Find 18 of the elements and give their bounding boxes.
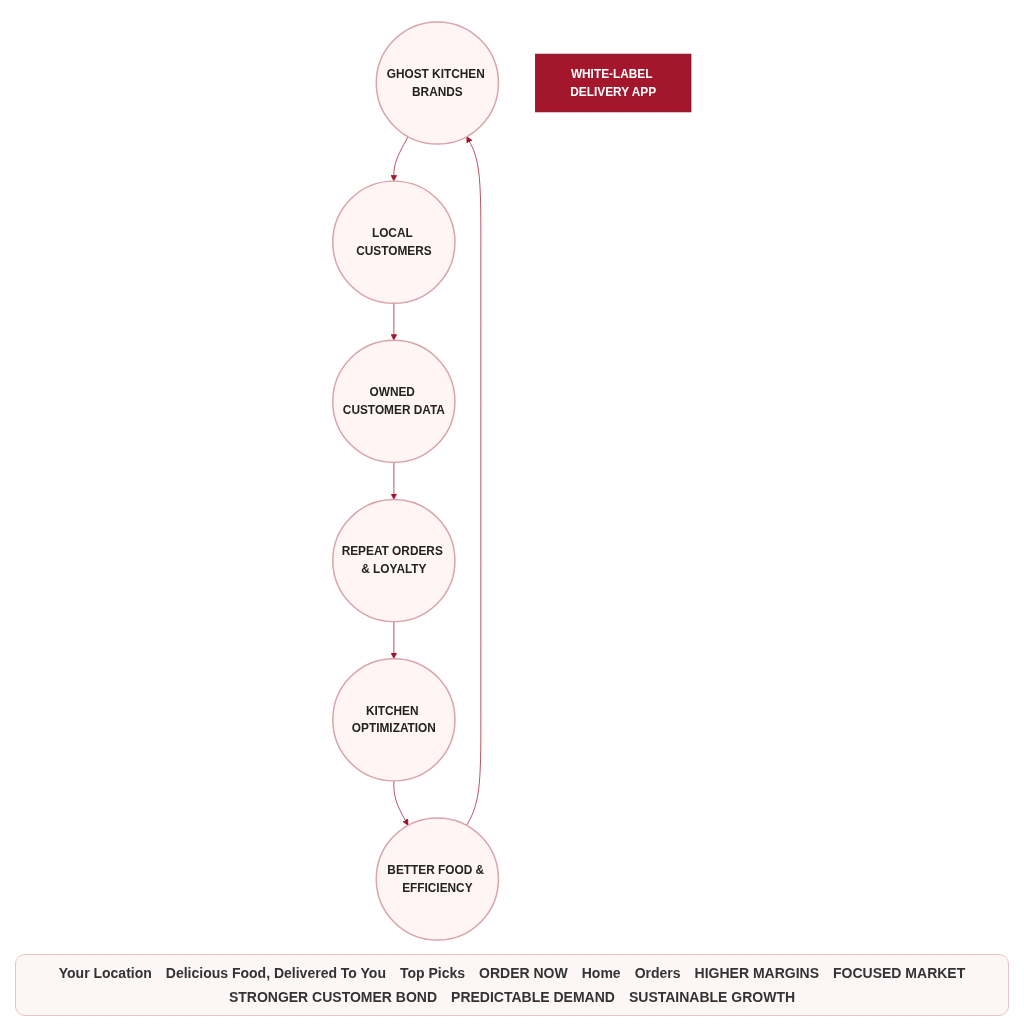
- label-text: Your Location: [58, 965, 152, 981]
- label-text: Home: [581, 965, 621, 981]
- label-text: SUSTAINABLE GROWTH: [628, 989, 796, 1005]
- label-text: ORDER NOW: [479, 965, 568, 981]
- label-text: Top Picks: [399, 965, 466, 981]
- label-text: Orders: [634, 965, 681, 981]
- node-circle: GHOST KITCHEN BRANDS: [375, 21, 500, 145]
- label-text: PREDICTABLE DEMAND: [451, 989, 615, 1005]
- label-text: STRONGER CUSTOMER BOND: [228, 989, 438, 1005]
- node-circle: BETTER FOOD & EFFICIENCY: [375, 817, 500, 941]
- node-box: WHITE-LABEL DELIVERY APP: [535, 53, 692, 113]
- node-circle: LOCAL CUSTOMERS: [332, 180, 456, 305]
- node-circle: OWNED CUSTOMER DATA: [332, 339, 456, 464]
- node-circle: KITCHEN OPTIMIZATION: [332, 657, 456, 782]
- node-circle: REPEAT ORDERS & LOYALTY: [332, 498, 456, 623]
- label-text: FOCUSED MARKET: [833, 965, 966, 981]
- label-text: Delicious Food, Delivered To You: [165, 965, 386, 981]
- label-text: HIGHER MARGINS: [694, 965, 819, 981]
